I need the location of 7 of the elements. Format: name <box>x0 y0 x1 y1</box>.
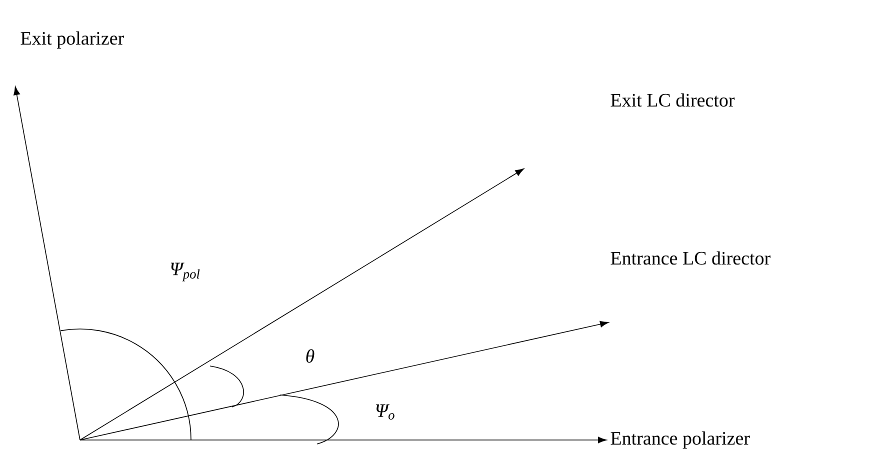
axis-label: Entrance polarizer <box>610 431 750 449</box>
axis-label: Entrance LC director <box>610 251 770 265</box>
angle-label: θ <box>306 349 314 363</box>
angle-label: Ψ$_{pol}$ <box>170 262 200 282</box>
angle-label: Ψ$_{o}$ <box>376 404 394 420</box>
axis-label: Exit LC director <box>610 93 735 107</box>
axis-label: Exit polarizer <box>20 31 124 49</box>
